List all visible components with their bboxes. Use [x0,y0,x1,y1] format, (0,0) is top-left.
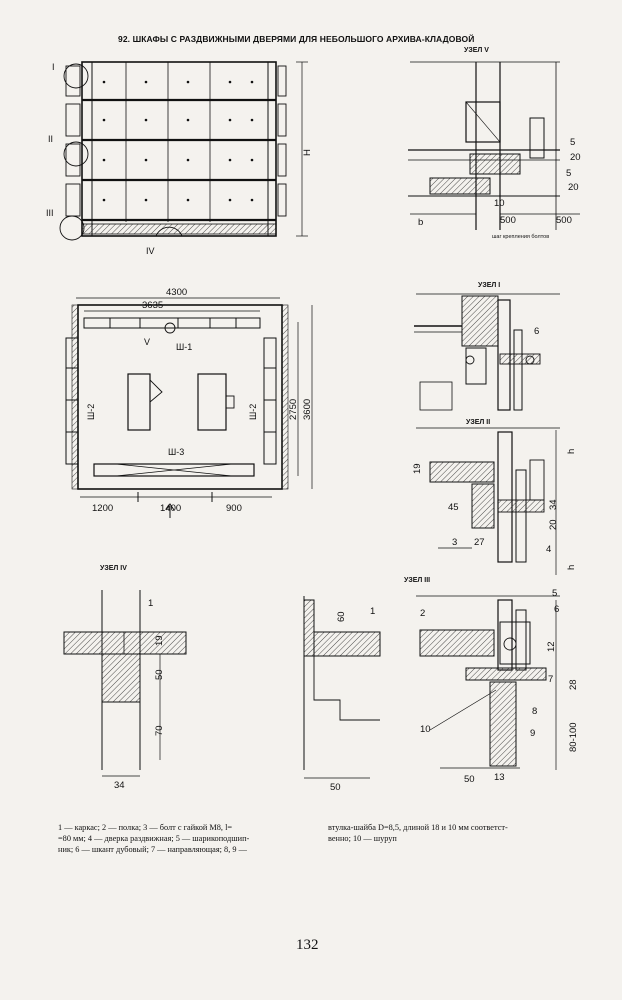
node-iii-dim-13: 13 [494,772,505,783]
legend-right: втулка-шайба D=8,5, длиной 18 и 10 мм со… [328,822,578,844]
height-dimension: H [302,149,313,156]
node-v-dim-b: b [418,217,423,228]
plan-dim-inner: 3635 [142,300,163,311]
node-ii-title: УЗЕЛ II [466,419,490,426]
node-ii-dim-4: 4 [546,544,551,555]
node-ii-dim-h-bottom: h [566,565,577,570]
node-ii-drawing [416,427,560,575]
node-iii-label-5: 5 [552,588,557,599]
plan-dim-left: 1200 [92,503,113,514]
node-mark-i: I [52,62,55,72]
cabinet-elevation [59,61,308,241]
legend-line: =80 мм; 4 — дверка раздвижная; 5 — шарик… [58,834,250,843]
node-iii-label-9: 9 [530,728,535,739]
node-v-dim-20a: 20 [570,152,581,163]
legend-left: 1 — каркас; 2 — полка; 3 — болт с гайкой… [58,822,318,855]
room-plan [65,297,313,518]
node-i-dim-6: 6 [534,326,539,337]
plan-node-mark-v: V [144,337,150,347]
node-v-dim-20b: 20 [568,182,579,193]
node-iv-alt-drawing [303,596,381,779]
node-v-caption: шаг крепления болтов [492,234,549,240]
node-iii-dim-50: 50 [464,774,475,785]
node-ii-dim-20: 20 [548,519,559,530]
node-ii-dim-27: 27 [474,537,485,548]
node-iv-title: УЗЕЛ IV [100,565,127,572]
node-ii-dim-34: 34 [548,499,559,510]
plan-dim-total: 4300 [166,287,187,298]
node-iii-label-7: 7 [548,674,553,685]
node-iii-label-8: 8 [532,706,537,717]
page-title: 92. ШКАФЫ С РАЗДВИЖНЫМИ ДВЕРЯМИ ДЛЯ НЕБО… [118,34,475,44]
node-v-dim-5a: 5 [570,137,575,148]
plan-dim-middle: 1400 [160,503,181,514]
node-mark-ii: II [48,134,53,144]
node-ii-dim-h-top: h [566,449,577,454]
page-number: 132 [296,937,319,953]
node-v-dim-500-right: 500 [556,215,572,226]
node-iv-dim-70: 70 [154,725,165,736]
plan-dim-depth: 2750 [288,399,299,420]
node-v-dim-10: 10 [494,198,505,209]
legend-line: 1 — каркас; 2 — полка; 3 — болт с гайкой… [58,823,233,832]
node-v-dim-500-left: 500 [500,215,516,226]
node-iv-dim-19: 19 [154,635,165,646]
node-iii-dim-80-100: 80-100 [568,722,579,752]
node-iii-label-2: 2 [420,608,425,619]
elevation-bolt-dots [102,80,254,202]
node-iv-alt-dim-60: 60 [336,611,347,622]
section-sh2-left: Ш-2 [86,404,96,420]
node-ii-dim-3: 3 [452,537,457,548]
node-iv-alt-label-1: 1 [370,606,375,617]
node-iii-title: УЗЕЛ III [404,577,430,584]
node-mark-iv: IV [146,246,155,256]
node-v-drawing [408,61,580,230]
section-sh1: Ш-1 [176,342,192,352]
node-ii-dim-19: 19 [412,463,423,474]
node-iii-dim-12: 12 [546,641,557,652]
node-iv-dim-50: 50 [154,669,165,680]
node-iv-alt-dim-50: 50 [330,782,341,793]
node-iii-drawing [416,595,560,770]
legend-line: ник; 6 — шкант дубовый; 7 — направляющая… [58,845,247,854]
node-i-drawing [414,293,560,411]
node-iv-dim-34: 34 [114,780,125,791]
node-v-dim-5b: 5 [566,168,571,179]
section-sh2-right: Ш-2 [248,404,258,420]
node-ii-dim-45: 45 [448,502,459,513]
node-iii-label-10: 10 [420,724,431,735]
legend-line: венно; 10 — шуруп [328,834,397,843]
node-iii-label-6: 6 [554,604,559,615]
legend-line: втулка-шайба D=8,5, длиной 18 и 10 мм со… [328,823,508,832]
section-sh3: Ш-3 [168,447,184,457]
plan-dim-right: 900 [226,503,242,514]
node-iv-label-1: 1 [148,598,153,609]
plan-dim-room: 3600 [302,399,313,420]
node-v-title: УЗЕЛ V [464,47,489,54]
node-iv-drawing [63,590,187,777]
node-i-title: УЗЕЛ I [478,282,500,289]
node-iii-dim-28: 28 [568,679,579,690]
node-mark-iii: III [46,208,54,218]
